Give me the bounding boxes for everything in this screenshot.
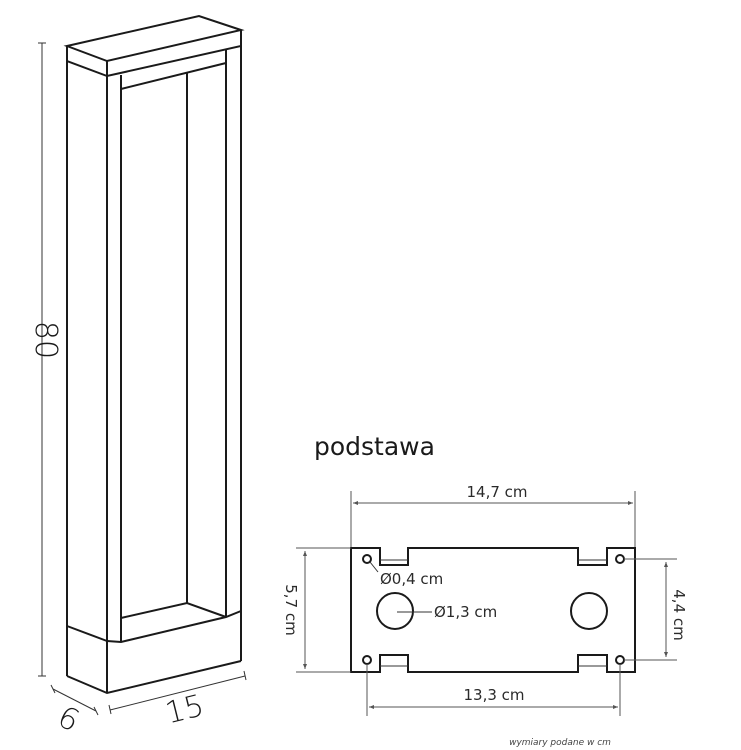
large-hole-label: Ø1,3 cm — [434, 603, 497, 621]
small-hole-icon — [362, 655, 372, 665]
depth-dimension — [50, 684, 99, 716]
lamp-top-face — [63, 14, 245, 63]
base-title: podstawa — [314, 432, 435, 461]
base-left-height-dimension — [296, 547, 351, 673]
lamp-height-label: 80 — [28, 321, 63, 359]
base-bottom-width-dimension — [366, 664, 621, 716]
base-left-height-label: 5,7 cm — [282, 584, 300, 635]
large-hole-icon — [570, 592, 608, 630]
lamp-width-label: 15 — [162, 688, 208, 731]
small-hole-icon — [362, 554, 372, 564]
base-top-width-label: 14,7 cm — [466, 483, 527, 501]
small-hole-label: Ø0,4 cm — [380, 570, 443, 588]
width-dimension — [108, 670, 247, 715]
lamp-depth-label: 6 — [52, 700, 85, 740]
base-plate-outline — [350, 547, 636, 673]
units-footnote: wymiary podane w cm — [509, 738, 611, 748]
large-hole-icon — [376, 592, 414, 630]
base-right-height-dimension — [624, 558, 677, 661]
small-hole-icon — [615, 554, 625, 564]
lamp-drawing — [38, 14, 245, 695]
base-top-width-dimension — [350, 491, 636, 548]
small-hole-icon — [615, 655, 625, 665]
base-bottom-width-label: 13,3 cm — [463, 686, 524, 704]
base-right-height-label: 4,4 cm — [670, 589, 688, 640]
